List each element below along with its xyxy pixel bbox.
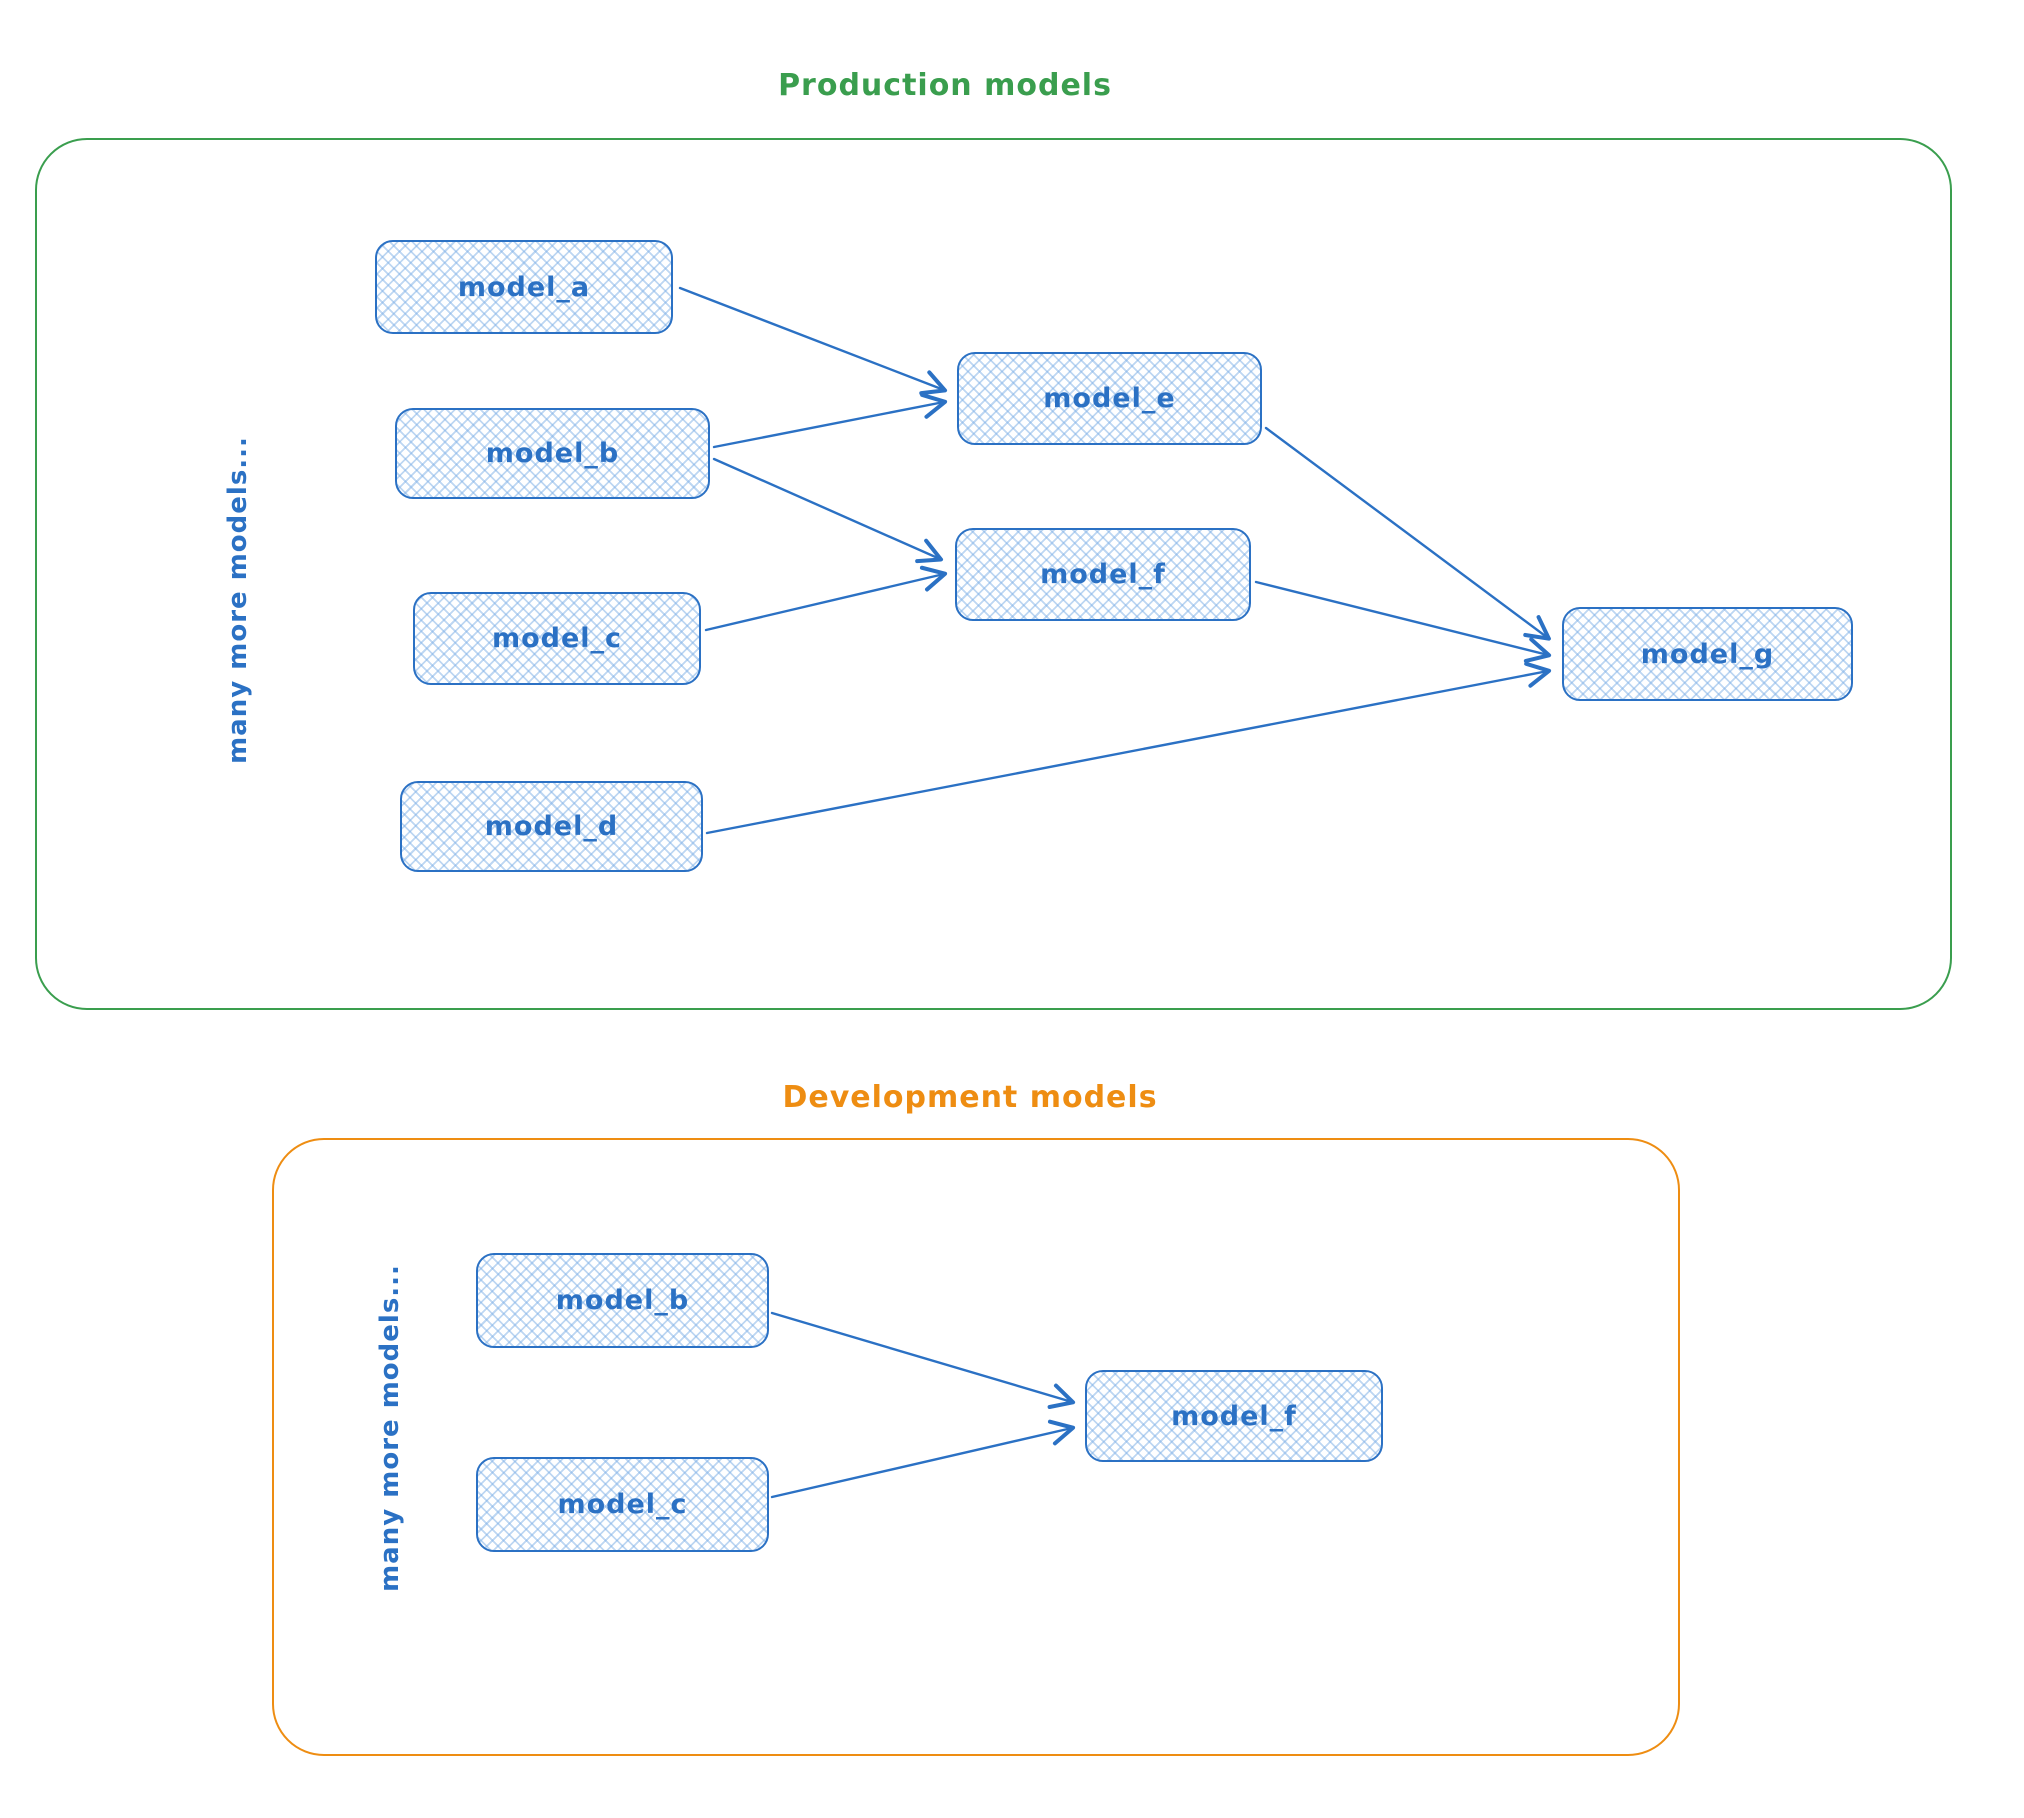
production-section-box [35, 138, 1952, 1010]
node-model-f: model_f [955, 528, 1251, 621]
node-model-a: model_a [375, 240, 673, 334]
node-model-e: model_e [957, 352, 1262, 445]
arrow-model-e-to-model-g [1264, 426, 1551, 641]
arrow-dev-model-b-to-model-f [770, 1311, 1076, 1409]
node-dev-model-c-label: model_c [557, 1489, 688, 1520]
node-dev-model-b: model_b [476, 1253, 769, 1348]
node-model-e-label: model_e [1043, 383, 1176, 414]
node-model-g: model_g [1562, 607, 1853, 701]
node-model-f-label: model_f [1040, 559, 1166, 590]
arrow-model-f-to-model-g [1254, 580, 1552, 663]
node-dev-model-f-label: model_f [1171, 1400, 1297, 1432]
node-dev-model-b-label: model_b [555, 1285, 690, 1316]
node-dev-model-c: model_c [476, 1457, 769, 1552]
node-model-a-label: model_a [457, 271, 591, 303]
node-model-b: model_b [395, 408, 710, 499]
arrow-model-d-to-model-g [705, 661, 1552, 835]
development-section-title: Development models [782, 1080, 1158, 1115]
arrow-model-a-to-model-e [678, 286, 948, 396]
node-model-g-label: model_g [1640, 638, 1775, 670]
node-model-c: model_c [413, 592, 701, 685]
node-model-c-label: model_c [491, 623, 623, 654]
arrow-dev-model-c-to-model-f [770, 1419, 1076, 1499]
node-model-d: model_d [400, 781, 703, 872]
arrow-model-b-to-model-e [712, 392, 948, 449]
arrow-model-b-to-model-f [712, 457, 944, 564]
node-dev-model-f: model_f [1085, 1370, 1383, 1462]
arrow-model-c-to-model-f [704, 565, 948, 632]
production-section-title: Production models [778, 68, 1112, 103]
node-model-d-label: model_d [484, 811, 619, 842]
node-model-b-label: model_b [485, 438, 620, 469]
development-section-box [272, 1138, 1680, 1756]
